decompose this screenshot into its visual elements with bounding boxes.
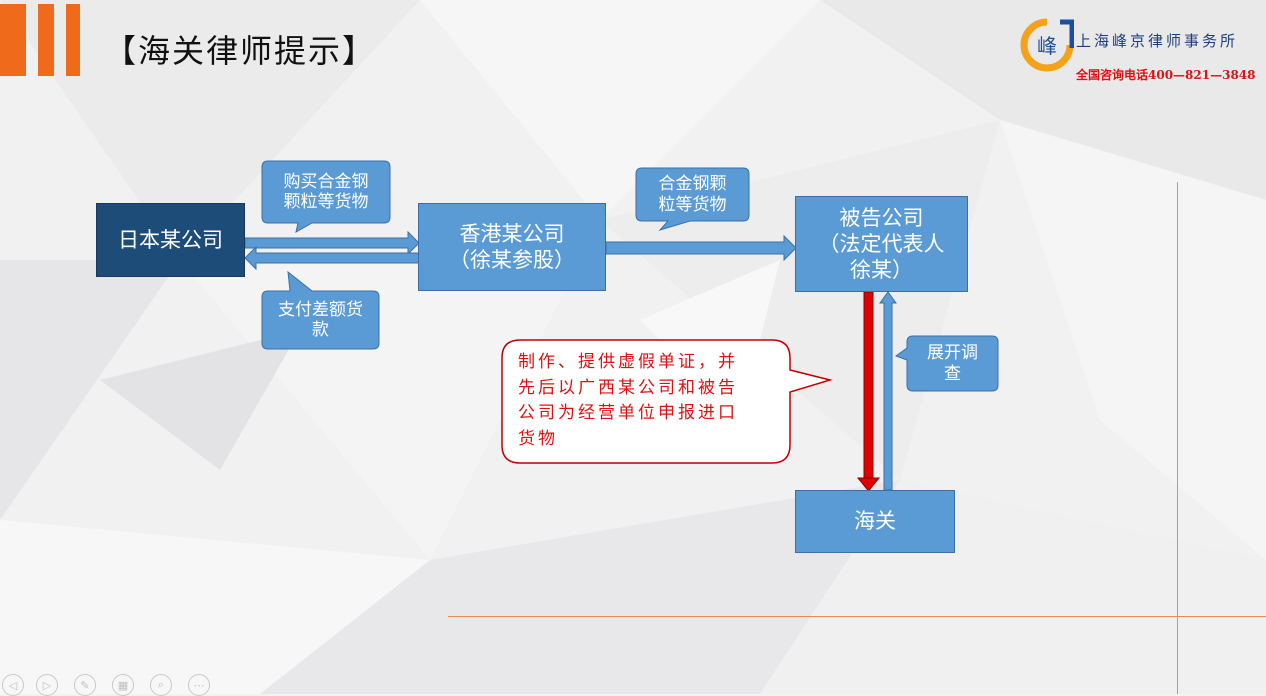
play-icon[interactable]: ▷	[36, 674, 58, 696]
callout-pay-label: 支付差额货 款	[278, 299, 363, 340]
node-customs: 海关	[795, 490, 955, 553]
arrow-customs-to-defendant	[879, 291, 897, 491]
more-icon[interactable]: ⋯	[188, 674, 210, 696]
callout-investigate-shape	[894, 335, 999, 392]
page-title: 【海关律师提示】	[104, 32, 377, 70]
logo-char: 峰	[1037, 34, 1057, 58]
callout-goods-label: 合金钢颗 粒等货物	[658, 174, 727, 215]
arrow-defendant-to-customs	[856, 291, 881, 492]
callout-pay-shape	[261, 270, 380, 350]
callout-goods-shape	[635, 167, 750, 231]
header-accent-bar-2	[38, 4, 54, 76]
firm-name: 上海峰京律师事务所	[1076, 32, 1239, 50]
callout-false-docs-label: 制作、提供虚假单证，并 先后以广西某公司和被告 公司为经营单位申报进口 货物	[518, 352, 738, 449]
divider-vertical	[1177, 182, 1178, 694]
callout-false-docs-shape	[501, 339, 833, 464]
divider-horizontal	[448, 616, 1266, 617]
zoom-icon[interactable]: ⌕	[150, 674, 172, 696]
firm-logo-icon: 峰	[1020, 18, 1074, 72]
node-japan-company: 日本某公司	[96, 203, 245, 277]
hotline-text: 全国咨询电话400—821—3848	[1076, 68, 1256, 82]
callout-buy-shape	[261, 160, 391, 233]
pen-icon[interactable]: ✎	[74, 674, 96, 696]
arrow-hk-to-defendant	[605, 234, 797, 262]
callout-buy-label: 购买合金钢 颗粒等货物	[283, 171, 369, 212]
node-defendant-company: 被告公司 （法定代表人 徐某）	[795, 196, 968, 292]
arrow-japan-to-hk	[244, 230, 420, 256]
grid-icon[interactable]: ▦	[112, 674, 134, 696]
node-hongkong-company: 香港某公司 （徐某参股）	[418, 203, 606, 291]
header-accent-bar-3	[66, 4, 80, 76]
arrow-hk-to-japan	[244, 245, 420, 271]
callout-investigate-label: 展开调 查	[927, 343, 978, 384]
header-accent-bar-1	[0, 4, 26, 76]
prev-icon[interactable]: ◁	[2, 674, 24, 696]
